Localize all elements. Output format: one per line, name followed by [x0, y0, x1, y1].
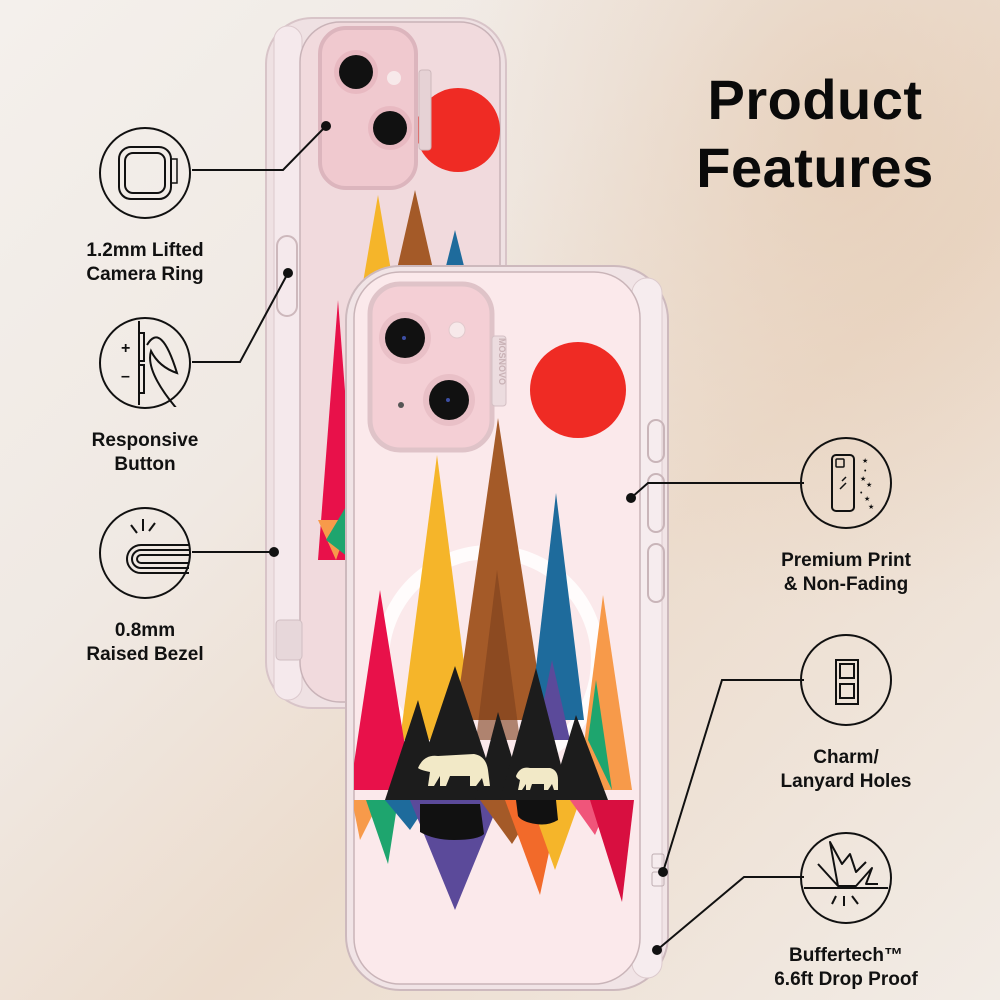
svg-text:★: ★ — [868, 503, 874, 511]
feature-label-line2: Camera Ring — [86, 264, 204, 285]
feature-drop-proof: Buffertech™ 6.6ft Drop Proof — [746, 832, 946, 992]
title-line-1: Product — [707, 68, 923, 131]
front-phone: MOSNOVO — [345, 265, 669, 991]
page-title: Product Features — [660, 66, 970, 202]
svg-text:★: ★ — [862, 457, 868, 465]
feature-label-line1: Buffertech™ — [788, 945, 903, 966]
lanyard-holes-icon — [800, 634, 892, 726]
drop-proof-icon — [800, 832, 892, 924]
feature-label-line2: Button — [114, 454, 176, 475]
feature-label-line2: Lanyard Holes — [780, 771, 912, 792]
feature-label-line1: Responsive — [91, 430, 199, 451]
svg-text:★: ★ — [860, 475, 866, 483]
svg-text:+: + — [121, 340, 130, 357]
feature-label-line2: Raised Bezel — [86, 644, 204, 665]
feature-label-line1: 0.8mm — [114, 620, 176, 641]
svg-text:•: • — [864, 468, 867, 475]
svg-text:★: ★ — [864, 495, 870, 503]
responsive-button-icon: + – — [99, 317, 191, 409]
feature-premium-print: ★•★ ★•★ ★ Premium Print & Non-Fading — [746, 437, 946, 597]
feature-label-line1: 1.2mm Lifted — [86, 240, 204, 261]
svg-text:•: • — [860, 490, 863, 497]
feature-label-line2: & Non-Fading — [783, 574, 909, 595]
feature-raised-bezel: 0.8mm Raised Bezel — [45, 507, 245, 667]
camera-ring-icon — [99, 127, 191, 219]
feature-label-line2: 6.6ft Drop Proof — [774, 969, 918, 990]
feature-label-line1: Premium Print — [781, 550, 911, 571]
brand-mark: MOSNOVO — [497, 338, 507, 385]
raised-bezel-icon — [99, 507, 191, 599]
feature-responsive-button: + – Responsive Button — [45, 317, 245, 477]
feature-label-line1: Charm/ — [813, 747, 879, 768]
svg-text:–: – — [121, 368, 130, 385]
title-line-2: Features — [696, 136, 934, 199]
svg-text:★: ★ — [866, 481, 872, 489]
feature-camera-ring: 1.2mm Lifted Camera Ring — [45, 127, 245, 287]
feature-lanyard-holes: Charm/ Lanyard Holes — [746, 634, 946, 794]
premium-print-icon: ★•★ ★•★ ★ — [800, 437, 892, 529]
